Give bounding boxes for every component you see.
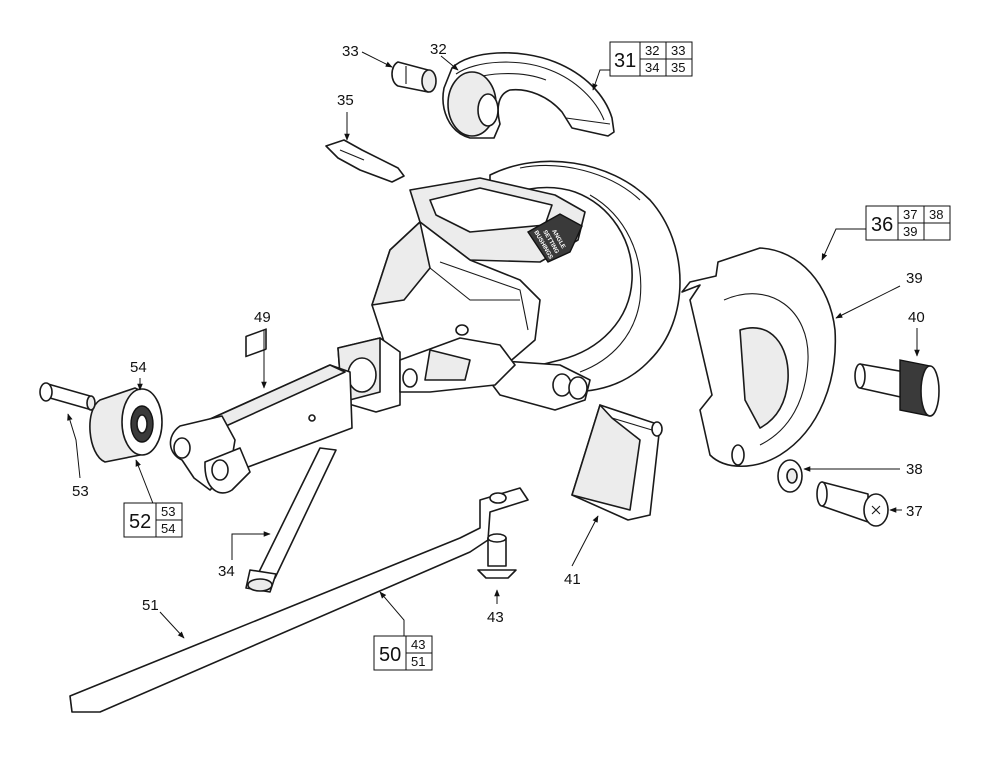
kit-31-main: 31 [614,50,636,72]
part-37-screw [816,481,889,527]
part-35-tab [325,139,405,183]
kit-36-sub-2: 38 [929,207,943,222]
part-34-rod [245,447,337,593]
callout-34: 34 [218,563,235,580]
part-40-knob [854,359,940,417]
kit-50-main: 50 [379,644,401,666]
kit-52-main: 52 [129,511,151,533]
kit-box-50: 50 43 51 [373,635,433,671]
kit-31-sub-1: 32 [645,43,659,58]
part-32-clamp-shoe [442,52,615,139]
kit-36-sub-3: 39 [903,224,917,239]
part-41-wedge [571,404,663,521]
callout-53: 53 [72,483,89,500]
leader-lines [67,51,920,639]
part-39-guard [681,247,837,467]
callout-35: 35 [337,92,354,109]
callout-32: 32 [430,41,447,58]
callout-labels: 33 32 35 39 40 38 37 41 43 49 54 53 34 5… [72,41,925,626]
callout-51: 51 [142,597,159,614]
part-54-roller [89,387,163,463]
main-housing: ANGLE SETTING BUSHINGS [337,160,681,413]
kit-52-sub-1: 53 [161,504,175,519]
callout-40: 40 [908,309,925,326]
callout-37: 37 [906,503,923,520]
callout-43: 43 [487,609,504,626]
callout-49: 49 [254,309,271,326]
kit-50-sub-2: 51 [411,654,425,669]
part-53-pin [39,382,96,411]
callout-41: 41 [564,571,581,588]
kit-31-sub-3: 34 [645,60,659,75]
kit-52-sub-2: 54 [161,521,175,536]
part-51-flat-bar [69,487,529,713]
part-43-screw [477,533,517,579]
kit-36-main: 36 [871,214,893,236]
kit-box-36: 36 37 38 39 [865,205,951,241]
callout-33: 33 [342,43,359,60]
kit-box-31: 31 32 33 34 35 [609,41,693,77]
kit-50-sub-1: 43 [411,637,425,652]
kit-31-sub-4: 35 [671,60,685,75]
kit-box-52: 52 53 54 [123,502,183,538]
kit-31-sub-2: 33 [671,43,685,58]
callout-54: 54 [130,359,147,376]
part-38-washer [777,459,803,493]
callout-39: 39 [906,270,923,287]
part-33-pin [391,61,437,93]
kit-36-sub-1: 37 [903,207,917,222]
part-49-arm [169,328,353,494]
callout-38: 38 [906,461,923,478]
